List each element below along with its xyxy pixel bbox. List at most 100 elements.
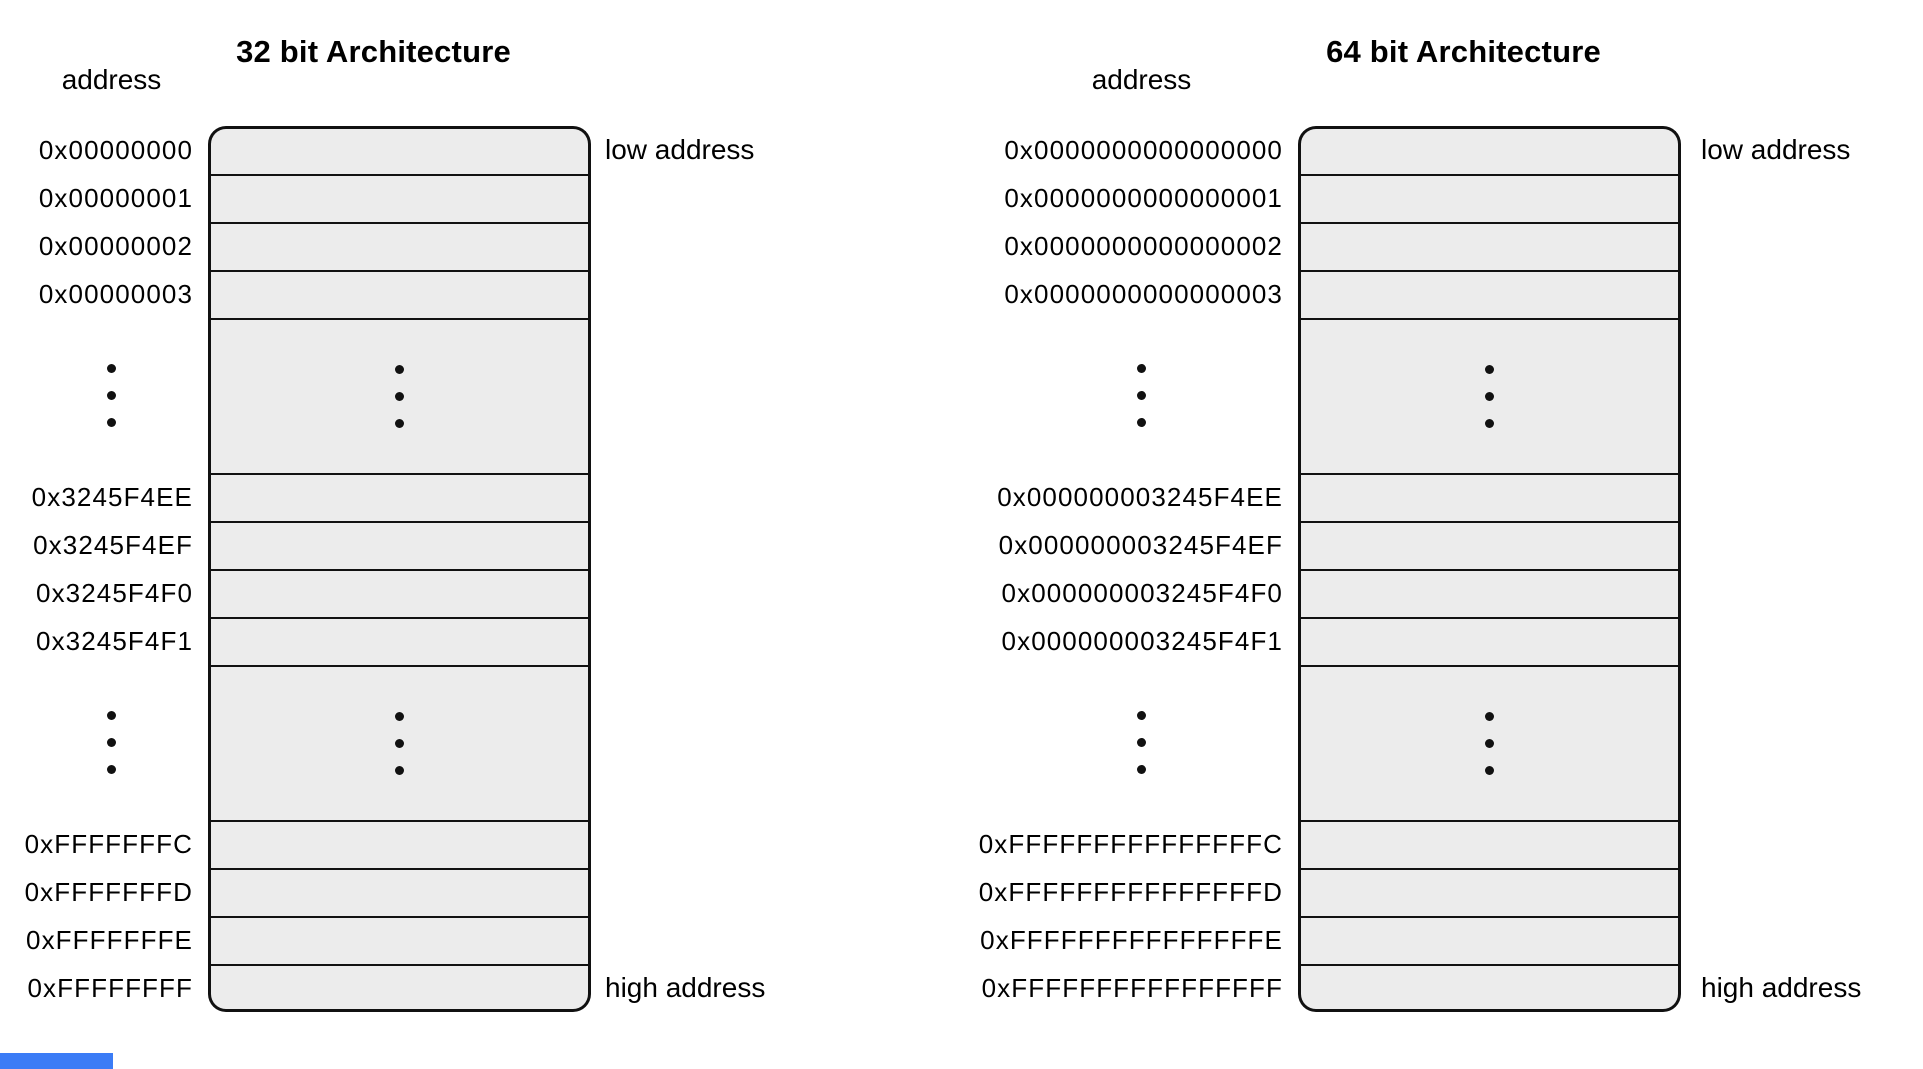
memory-cell-ellipsis	[208, 665, 591, 820]
vertical-ellipsis-icon	[1137, 711, 1146, 774]
ellipsis-dot	[1485, 739, 1494, 748]
memory-cell-ellipsis	[1298, 318, 1681, 473]
memory-cell	[208, 868, 591, 916]
memory-cell	[1298, 174, 1681, 222]
memory-row: 0x3245F4F1	[30, 617, 591, 665]
address-label: 0xFFFFFFFFFFFFFFFD	[978, 876, 1283, 907]
memory-cell	[208, 270, 591, 318]
ellipsis-dot	[1485, 766, 1494, 775]
ellipsis-dot	[1485, 365, 1494, 374]
address-label: 0xFFFFFFFFFFFFFFFF	[981, 972, 1283, 1003]
ellipsis-dot	[395, 739, 404, 748]
address-label: 0x3245F4EF	[33, 529, 193, 560]
low-address-label: low address	[1701, 134, 1851, 165]
ellipsis-dot	[107, 711, 116, 720]
memory-row: 0x0000000000000002	[1000, 222, 1681, 270]
memory-cell	[208, 222, 591, 270]
address-label: 0x00000003	[38, 278, 193, 309]
memory-cell	[208, 473, 591, 521]
ellipsis-dot	[395, 419, 404, 428]
memory-row: 0x3245F4EF	[30, 521, 591, 569]
memory-cell	[1298, 473, 1681, 521]
address-ellipsis	[1000, 318, 1283, 473]
diagram-title-64bit: 64 bit Architecture	[1326, 34, 1601, 69]
memory-row: 0x000000003245F4EE	[997, 473, 1681, 521]
memory-row: 0xFFFFFFFF	[27, 964, 591, 1012]
address-label: 0xFFFFFFFF	[27, 972, 193, 1003]
diagram-title-32bit: 32 bit Architecture	[236, 34, 511, 69]
ellipsis-dot	[107, 418, 116, 427]
address-label: 0x0000000000000003	[1004, 278, 1283, 309]
address-label: 0xFFFFFFFFFFFFFFFE	[980, 924, 1283, 955]
memory-row: 0x000000003245F4F1	[1000, 617, 1681, 665]
ellipsis-dot	[107, 364, 116, 373]
memory-cell	[208, 617, 591, 665]
memory-row: 0xFFFFFFFC	[25, 820, 591, 868]
ellipsis-dot	[395, 712, 404, 721]
address-label: 0x0000000000000000	[1004, 134, 1283, 165]
address-ellipsis	[30, 665, 193, 820]
address-label: 0xFFFFFFFE	[26, 924, 193, 955]
address-label: 0xFFFFFFFD	[24, 876, 193, 907]
vertical-ellipsis-icon	[107, 364, 116, 427]
memory-cell	[208, 521, 591, 569]
memory-cell	[208, 820, 591, 868]
ellipsis-dot	[107, 391, 116, 400]
address-label: 0x3245F4F1	[36, 625, 193, 656]
memory-row: 0xFFFFFFFD	[24, 868, 591, 916]
memory-row-ellipsis	[30, 665, 591, 820]
memory-row: 0x000000003245F4F0	[1000, 569, 1681, 617]
memory-row-ellipsis	[1000, 665, 1681, 820]
address-label: 0x000000003245F4EF	[998, 529, 1283, 560]
vertical-ellipsis-icon	[395, 712, 404, 775]
memory-row: 0xFFFFFFFFFFFFFFFE	[980, 916, 1681, 964]
memory-cell	[1298, 617, 1681, 665]
memory-row: 0x3245F4F0	[30, 569, 591, 617]
memory-row: 0x00000000	[30, 126, 591, 174]
memory-row: 0x0000000000000000	[1000, 126, 1681, 174]
memory-row: 0x0000000000000001	[1000, 174, 1681, 222]
vertical-ellipsis-icon	[395, 365, 404, 428]
address-ellipsis	[30, 318, 193, 473]
ellipsis-dot	[1137, 738, 1146, 747]
address-column-header: address	[1091, 64, 1192, 95]
memory-cell-ellipsis	[208, 318, 591, 473]
memory-row: 0x000000003245F4EF	[998, 521, 1681, 569]
memory-row: 0x00000002	[30, 222, 591, 270]
address-label: 0x00000001	[38, 182, 193, 213]
vertical-ellipsis-icon	[1485, 712, 1494, 775]
memory-row: 0xFFFFFFFFFFFFFFFF	[981, 964, 1681, 1012]
ellipsis-dot	[1485, 712, 1494, 721]
ellipsis-dot	[1137, 418, 1146, 427]
address-ellipsis	[1000, 665, 1283, 820]
memory-cell	[208, 964, 591, 1012]
vertical-ellipsis-icon	[107, 711, 116, 774]
memory-row-ellipsis	[1000, 318, 1681, 473]
memory-row-ellipsis	[30, 318, 591, 473]
memory-cells-column: 0x00000000 0x00000001 0x00000002 0x00000003…	[24, 126, 591, 1012]
memory-row: 0xFFFFFFFFFFFFFFFD	[978, 868, 1681, 916]
memory-cell	[1298, 868, 1681, 916]
memory-row: 0x3245F4EE	[30, 473, 591, 521]
address-column-header: address	[61, 64, 162, 95]
blue-artifact-bar	[0, 1053, 113, 1069]
memory-cell-ellipsis	[1298, 665, 1681, 820]
high-address-label: high address	[1701, 972, 1862, 1003]
ellipsis-dot	[1137, 711, 1146, 720]
memory-row: 0xFFFFFFFE	[26, 916, 591, 964]
ellipsis-dot	[1137, 765, 1146, 774]
ellipsis-dot	[395, 392, 404, 401]
memory-row: 0xFFFFFFFFFFFFFFFC	[978, 820, 1681, 868]
memory-cell	[1298, 521, 1681, 569]
address-label: 0x3245F4EE	[31, 481, 193, 512]
address-label: 0x00000000	[38, 134, 193, 165]
address-label: 0x0000000000000002	[1004, 230, 1283, 261]
memory-cell	[1298, 126, 1681, 174]
ellipsis-dot	[1137, 391, 1146, 400]
address-label: 0xFFFFFFFFFFFFFFFC	[978, 828, 1283, 859]
memory-row: 0x00000001	[30, 174, 591, 222]
ellipsis-dot	[107, 738, 116, 747]
address-label: 0x000000003245F4EE	[997, 481, 1283, 512]
low-address-label: low address	[605, 134, 755, 165]
